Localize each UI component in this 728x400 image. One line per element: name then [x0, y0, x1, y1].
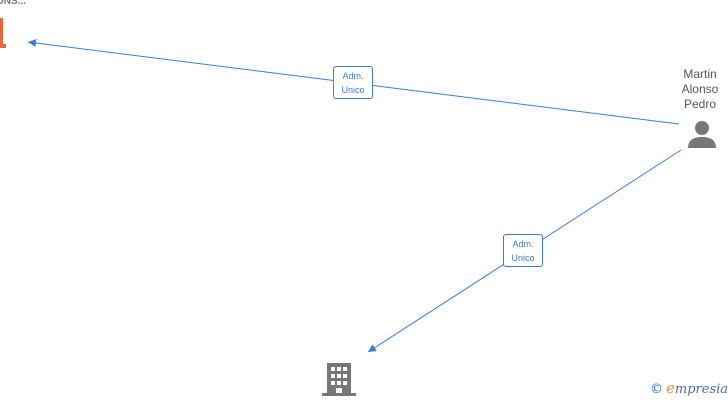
edge-label-role: Adm.	[512, 239, 534, 249]
person-name-line-3: Pedro	[683, 97, 717, 111]
company-top-label[interactable]: ONS...	[0, 0, 27, 7]
person-name-label[interactable]: Martin Alonso Pedro	[672, 67, 728, 112]
edge-label-person-to-company-top[interactable]: Adm. Unico	[333, 66, 373, 99]
person-name-line-2: Alonso	[681, 82, 719, 96]
edge-label-role-type: Unico	[511, 253, 535, 263]
company-top-building-icon[interactable]	[0, 18, 6, 48]
edge-label-role-type: Unico	[341, 85, 365, 95]
edge-label-person-to-company-bottom[interactable]: Adm. Unico	[503, 234, 543, 267]
copyright-icon: ©	[650, 382, 663, 397]
person-name-line-1: Martin	[683, 67, 717, 81]
brand-initial: e	[666, 379, 675, 397]
edge-label-role: Adm.	[342, 71, 364, 81]
person-icon[interactable]	[688, 121, 716, 148]
brand-name-rest: mpresia	[674, 382, 728, 397]
company-bottom-building-icon[interactable]	[322, 363, 356, 396]
empresia-watermark: ©empresia	[650, 379, 728, 397]
